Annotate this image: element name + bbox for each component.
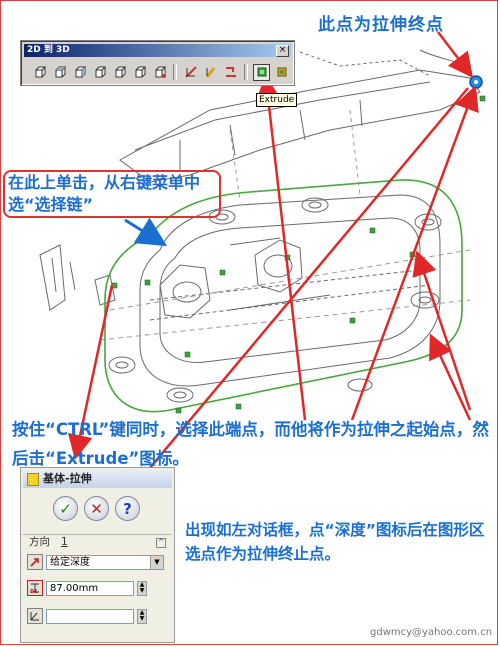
draft-spinner[interactable]: ▲▼ bbox=[137, 608, 147, 624]
depth-spinner[interactable]: ▲▼ bbox=[137, 580, 147, 596]
extrude-icon[interactable] bbox=[253, 63, 270, 81]
annotation-box bbox=[3, 170, 221, 218]
front-view-icon[interactable] bbox=[31, 64, 48, 81]
end-condition-select[interactable]: 给定深度 ▼ bbox=[46, 554, 164, 570]
dialog-header: 基体-拉伸 bbox=[23, 470, 172, 488]
svg-text:D1: D1 bbox=[30, 589, 38, 594]
repair-sketch-icon[interactable] bbox=[202, 64, 219, 81]
toolbar-separator bbox=[244, 64, 248, 80]
cancel-button[interactable]: ✕ bbox=[84, 496, 109, 521]
left-view-icon[interactable] bbox=[91, 64, 108, 81]
2d-to-3d-toolbar: 2D 到 3D × bbox=[20, 40, 295, 86]
annotation-ctrl-select: 按住“CTRL”键同时，选择此端点，而他将作为拉伸之起始点，然后击“Extrud… bbox=[12, 420, 489, 468]
depth-icon[interactable]: D1 bbox=[27, 580, 43, 596]
dialog-actions: ✓ ✕ ? bbox=[53, 496, 140, 521]
arrow-to-chain-1 bbox=[429, 333, 472, 421]
back-view-icon[interactable] bbox=[131, 64, 148, 81]
close-icon[interactable]: × bbox=[276, 45, 289, 57]
right-view-icon[interactable] bbox=[71, 64, 88, 81]
extrude-tooltip: Extrude bbox=[256, 93, 298, 107]
collapse-icon[interactable]: ^ bbox=[156, 538, 166, 548]
reverse-direction-icon[interactable] bbox=[27, 554, 43, 570]
bottom-view-icon[interactable] bbox=[111, 64, 128, 81]
top-view-icon[interactable] bbox=[51, 64, 68, 81]
annotation-end-point: 此点为拉伸终点 bbox=[318, 15, 444, 35]
vertex-marker bbox=[369, 227, 376, 234]
arrow-to-extrude-icon bbox=[255, 75, 307, 421]
draft-icon[interactable] bbox=[27, 608, 43, 624]
direction-group-header[interactable]: 方向 1 ^ bbox=[23, 534, 172, 549]
dialog-title: 基体-拉伸 bbox=[43, 472, 92, 485]
end-condition-row: 给定深度 ▼ bbox=[27, 554, 164, 570]
plate-inner-outline bbox=[159, 217, 421, 363]
watermark: gdwmcy@yahoo.com.cn bbox=[370, 627, 493, 638]
direction-label: 方向 bbox=[29, 536, 50, 548]
ok-button[interactable]: ✓ bbox=[53, 496, 78, 521]
help-button[interactable]: ? bbox=[115, 496, 140, 521]
new-sketch-icon[interactable] bbox=[182, 64, 199, 81]
end-condition-value: 给定深度 bbox=[50, 556, 90, 568]
toolbar-title[interactable]: 2D 到 3D bbox=[24, 44, 291, 57]
direction-number: 1 bbox=[61, 536, 68, 548]
depth-row: D1 87.00mm ▲▼ bbox=[27, 580, 147, 596]
cut-icon[interactable] bbox=[273, 64, 290, 81]
align-sketch-icon[interactable] bbox=[222, 64, 239, 81]
arrow-to-end-point bbox=[437, 31, 474, 78]
arrow-from-start bbox=[67, 284, 114, 460]
chevron-down-icon[interactable]: ▼ bbox=[150, 555, 163, 569]
depth-input[interactable]: 87.00mm bbox=[46, 580, 134, 596]
toolbar-buttons bbox=[31, 63, 290, 81]
annotation-depth: 出现如左对话框，点“深度”图标后在图形区选点作为拉伸终止点。 bbox=[185, 521, 485, 563]
auxiliary-view-icon[interactable] bbox=[151, 64, 168, 81]
draft-input[interactable] bbox=[46, 608, 134, 624]
feature-icon bbox=[27, 472, 39, 486]
plate-outer-outline bbox=[139, 194, 441, 387]
arrow-to-chain-2 bbox=[412, 250, 472, 411]
extrude-property-manager: 基体-拉伸 ✓ ✕ ? 方向 1 ^ 给定深度 ▼ D1 87.00mm ▲▼ … bbox=[20, 467, 175, 643]
annotation-select-chain: 在此上单击，从右键菜单中选“选择链” bbox=[8, 173, 201, 214]
arrow-chain-hint bbox=[124, 217, 168, 247]
draft-row: ▲▼ bbox=[27, 608, 147, 624]
toolbar-separator bbox=[173, 64, 177, 80]
